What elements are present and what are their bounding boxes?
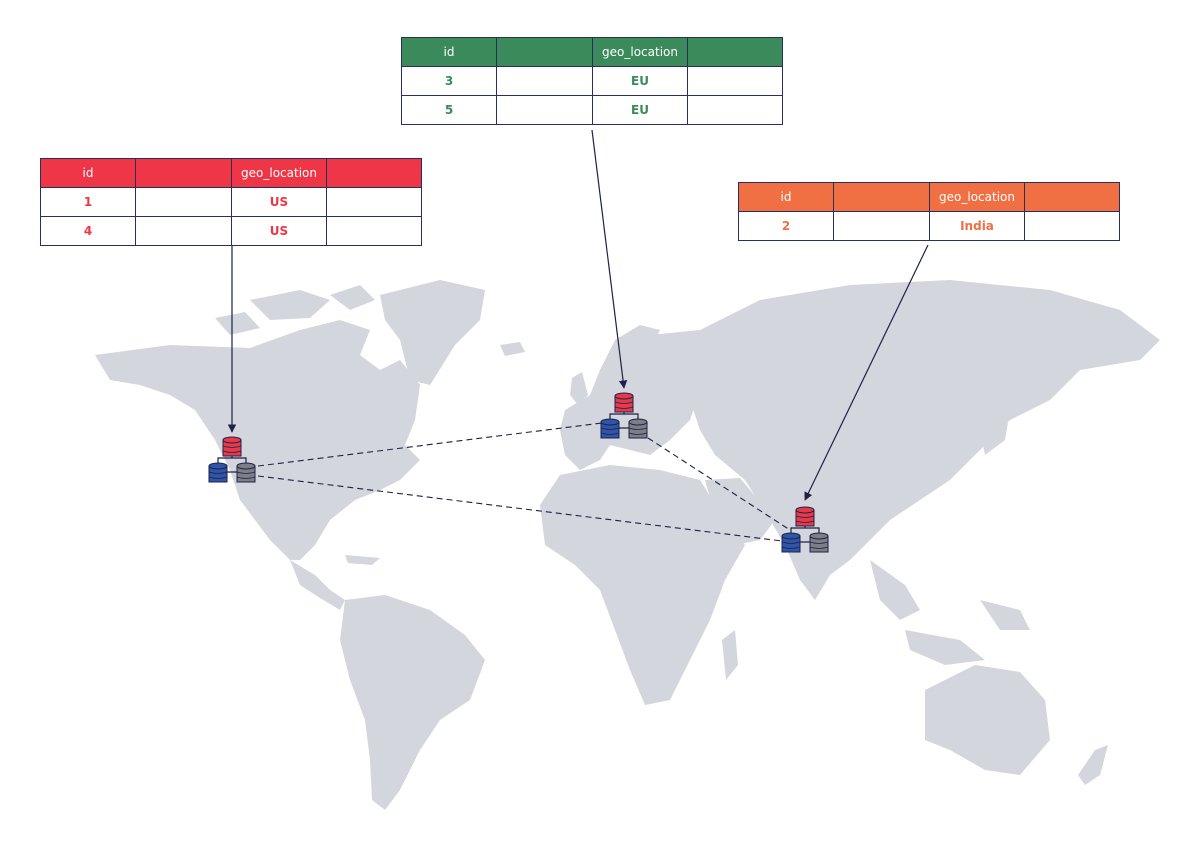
cell-geo-location: EU <box>592 95 688 125</box>
header-spacer <box>1024 182 1120 212</box>
table-row: 5 EU <box>401 95 783 125</box>
header-geo-location: geo_location <box>929 182 1025 212</box>
central-america-landmass <box>290 560 345 610</box>
db-red-icon <box>795 506 815 527</box>
table-row: 4 US <box>40 216 422 246</box>
cell-empty <box>135 187 232 217</box>
link-eu-india <box>647 437 791 531</box>
cell-empty <box>326 216 422 246</box>
madagascar-landmass <box>722 630 738 680</box>
arrow-india-table-to-node <box>804 244 929 501</box>
database-cluster-icon <box>208 436 256 483</box>
cell-empty <box>135 216 232 246</box>
database-cluster-icon <box>781 506 829 553</box>
cell-empty <box>687 95 783 125</box>
japan-landmass <box>980 400 1010 455</box>
header-id: id <box>738 182 834 212</box>
cell-empty <box>496 95 593 125</box>
southeast-asia-landmass <box>870 560 1030 665</box>
table-row: 1 US <box>40 187 422 217</box>
us-shard-table: id geo_location 1 US 4 US <box>40 158 422 246</box>
header-spacer <box>135 158 232 188</box>
db-red-icon <box>222 436 242 457</box>
south-america-landmass <box>340 595 485 810</box>
iceland-landmass <box>500 342 525 356</box>
north-america-landmass <box>95 320 420 560</box>
new-zealand-landmass <box>1078 745 1108 785</box>
table-row: 2 India <box>738 211 1120 241</box>
db-gray-icon <box>628 418 648 439</box>
cell-empty <box>326 187 422 217</box>
cell-empty <box>1024 211 1120 241</box>
header-id: id <box>40 158 136 188</box>
db-blue-icon <box>208 462 228 483</box>
cell-id: 4 <box>40 216 136 246</box>
link-us-india <box>257 475 783 542</box>
uk-landmass <box>570 372 588 405</box>
table-header-row: id geo_location <box>738 182 1120 212</box>
table-header-row: id geo_location <box>40 158 422 188</box>
africa-landmass <box>540 465 745 705</box>
header-spacer <box>496 37 593 67</box>
australia-landmass <box>925 665 1050 775</box>
table-header-row: id geo_location <box>401 37 783 67</box>
link-us-eu <box>257 422 603 467</box>
cell-empty <box>496 66 593 96</box>
header-id: id <box>401 37 497 67</box>
header-spacer <box>833 182 930 212</box>
cell-id: 3 <box>401 66 497 96</box>
india-shard-table: id geo_location 2 India <box>738 182 1120 241</box>
cell-geo-location: EU <box>592 66 688 96</box>
greenland-landmass <box>380 280 485 385</box>
cell-id: 1 <box>40 187 136 217</box>
db-red-icon <box>614 392 634 413</box>
europe-landmass <box>560 330 720 470</box>
cell-geo-location: US <box>231 216 327 246</box>
db-gray-icon <box>809 532 829 553</box>
table-row: 3 EU <box>401 66 783 96</box>
arrow-eu-table-to-node <box>591 129 628 389</box>
header-geo-location: geo_location <box>231 158 327 188</box>
database-cluster-icon <box>600 392 648 439</box>
cell-empty <box>687 66 783 96</box>
db-blue-icon <box>600 418 620 439</box>
db-blue-icon <box>781 532 801 553</box>
cell-empty <box>833 211 930 241</box>
cell-geo-location: US <box>231 187 327 217</box>
header-spacer <box>687 37 783 67</box>
caribbean-landmass <box>345 555 380 565</box>
arabia-landmass <box>705 478 775 545</box>
header-geo-location: geo_location <box>592 37 688 67</box>
header-spacer <box>326 158 422 188</box>
cell-geo-location: India <box>929 211 1025 241</box>
scandinavia-landmass <box>600 325 660 385</box>
db-gray-icon <box>236 462 256 483</box>
cell-id: 5 <box>401 95 497 125</box>
eu-shard-table: id geo_location 3 EU 5 EU <box>401 37 783 125</box>
cell-id: 2 <box>738 211 834 241</box>
arctic-islands-landmass <box>215 285 375 335</box>
